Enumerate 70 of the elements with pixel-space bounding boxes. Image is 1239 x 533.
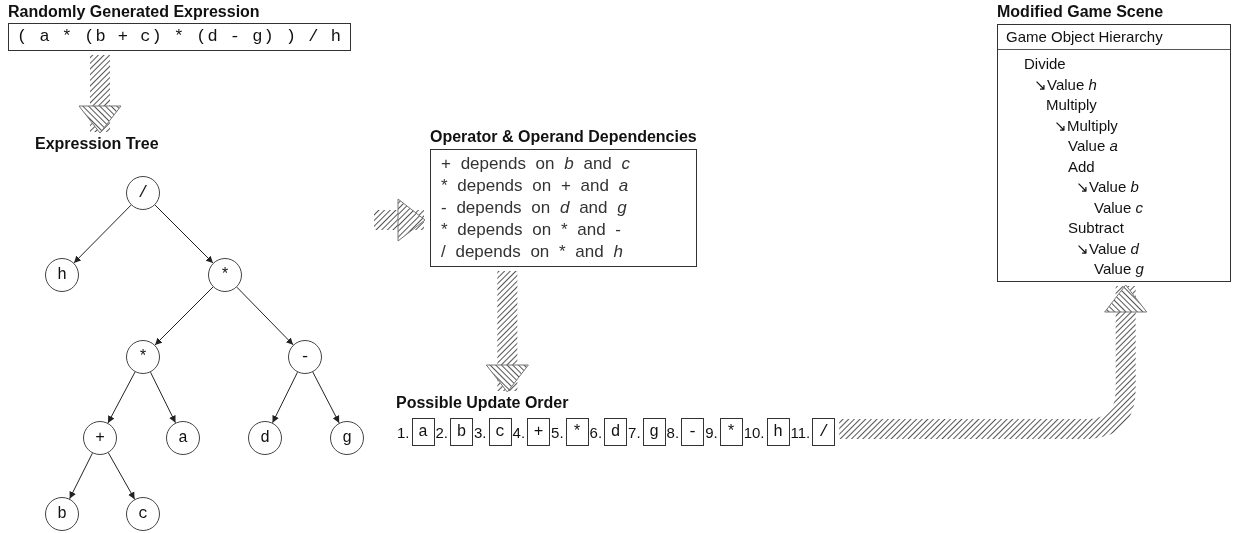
block-arrow xyxy=(485,271,529,393)
arrow xyxy=(272,371,298,424)
dependency-rule: * depends on * and - xyxy=(441,219,622,241)
expression-box: ( a * (b + c) * (d - g) ) / h xyxy=(8,23,351,51)
order-box: * xyxy=(565,418,589,446)
hierarchy-item: Value c xyxy=(1094,197,1143,218)
hierarchy-item: Multiply xyxy=(1046,95,1097,115)
dependency-rule: - depends on d and g xyxy=(441,197,628,219)
order-box: h xyxy=(766,418,790,446)
arrow xyxy=(236,286,294,346)
tree-node-circle: g xyxy=(330,421,364,455)
dependency-rule: + depends on b and c xyxy=(441,153,631,175)
arrow xyxy=(107,452,136,500)
step-number: 2. xyxy=(435,423,449,441)
heading: Operator & Operand Dependencies xyxy=(430,128,697,146)
hierarchy-item: ↘Value h xyxy=(1034,74,1097,95)
tree-node-circle: * xyxy=(208,258,242,292)
arrow xyxy=(312,371,340,424)
step-number: 5. xyxy=(551,423,564,441)
arrow xyxy=(154,286,214,346)
panel-header: Game Object Hierarchy xyxy=(998,25,1230,50)
order-box: - xyxy=(681,418,705,446)
order-box: d xyxy=(604,418,628,446)
hierarchy-item: Add xyxy=(1068,156,1095,177)
order-box: g xyxy=(642,418,666,446)
heading: Possible Update Order xyxy=(396,394,569,412)
hierarchy-item: ↘Value b xyxy=(1076,177,1139,197)
step-number: 7. xyxy=(628,423,641,441)
heading: Randomly Generated Expression xyxy=(8,3,260,21)
tree-node-circle: c xyxy=(126,497,160,531)
block-arrow xyxy=(839,284,1148,439)
order-box: b xyxy=(450,418,474,446)
arrow xyxy=(69,452,93,500)
hierarchy-item: Subtract xyxy=(1068,218,1124,238)
dependency-rule: / depends on * and h xyxy=(441,241,624,263)
arrow xyxy=(150,371,176,424)
step-number: 9. xyxy=(705,423,718,441)
block-arrow xyxy=(78,55,122,134)
order-box: a xyxy=(411,418,435,446)
tree-node-circle: * xyxy=(126,340,160,374)
arrow xyxy=(107,371,136,424)
heading: Expression Tree xyxy=(35,135,159,153)
tree-node-circle: / xyxy=(126,176,160,210)
step-number: 11. xyxy=(790,423,811,441)
order-box: c xyxy=(488,418,512,446)
tree-node-circle: + xyxy=(83,421,117,455)
step-number: 8. xyxy=(666,423,680,441)
hierarchy-item: Value g xyxy=(1094,259,1144,279)
step-number: 3. xyxy=(474,423,487,441)
step-number: 10. xyxy=(743,423,765,441)
block-arrow xyxy=(374,198,426,242)
step-number: 1. xyxy=(397,423,410,441)
tree-node-circle: - xyxy=(288,340,322,374)
tree-node-circle: b xyxy=(45,497,79,531)
order-box: * xyxy=(719,418,743,446)
step-number: 4. xyxy=(512,423,526,441)
hierarchy-item: ↘Multiply xyxy=(1054,115,1118,136)
arrow xyxy=(154,204,214,264)
order-box: / xyxy=(812,418,836,446)
hierarchy-item: Divide xyxy=(1024,54,1066,74)
dependency-rule: * depends on + and a xyxy=(441,175,630,197)
heading: Modified Game Scene xyxy=(997,3,1164,21)
hierarchy-item: Value a xyxy=(1068,136,1118,156)
step-number: 6. xyxy=(589,423,603,441)
order-box: + xyxy=(527,418,551,446)
arrow xyxy=(73,204,132,264)
tree-node-circle: d xyxy=(248,421,282,455)
tree-node-circle: h xyxy=(45,258,79,292)
hierarchy-item: ↘Value d xyxy=(1076,238,1139,259)
tree-node-circle: a xyxy=(166,421,200,455)
